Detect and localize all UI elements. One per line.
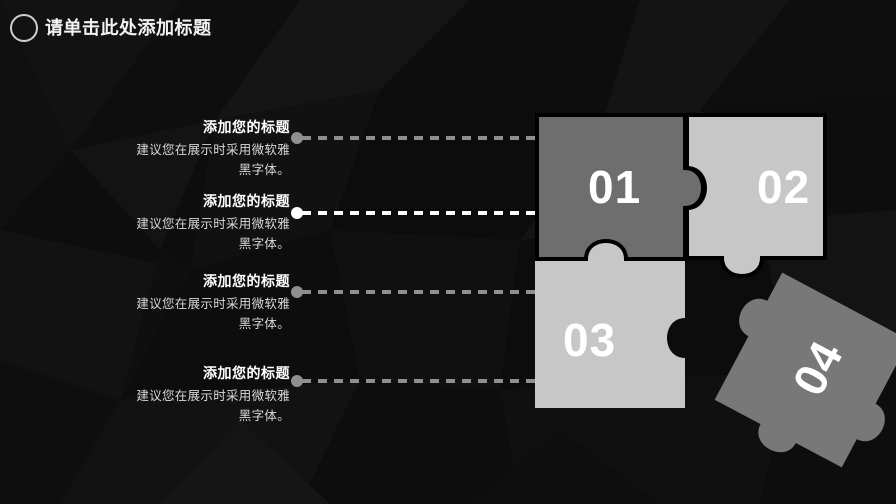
circle-outline-icon — [10, 14, 38, 42]
item-heading: 添加您的标题 — [203, 273, 290, 289]
puzzle-piece-02-label: 02 — [757, 161, 810, 213]
connector-line-2 — [291, 207, 541, 219]
page-title: 请单击此处添加标题 — [45, 18, 212, 38]
connector-dash — [302, 136, 541, 140]
item-body: 建议您在展示时采用微软雅 黑字体。 — [72, 140, 290, 180]
connector-line-4 — [291, 375, 541, 387]
puzzle-piece-02[interactable]: 02 — [685, 113, 827, 278]
text-block-4: 添加您的标题 建议您在展示时采用微软雅 黑字体。 — [72, 364, 290, 426]
connector-dot — [291, 132, 303, 144]
item-body-line2: 黑字体。 — [238, 409, 290, 423]
item-heading: 添加您的标题 — [203, 119, 290, 135]
item-heading: 添加您的标题 — [203, 193, 290, 209]
connector-dash — [302, 379, 541, 383]
puzzle-piece-03[interactable]: 03 — [535, 242, 685, 408]
item-body: 建议您在展示时采用微软雅 黑字体。 — [72, 214, 290, 254]
connector-dot — [291, 375, 303, 387]
text-block-1: 添加您的标题 建议您在展示时采用微软雅 黑字体。 — [72, 118, 290, 180]
item-body-line1: 建议您在展示时采用微软雅 — [136, 297, 290, 311]
puzzle-piece-01[interactable]: 01 — [535, 113, 705, 261]
item-body-line1: 建议您在展示时采用微软雅 — [136, 217, 290, 231]
connector-dot — [291, 286, 303, 298]
slide-title-bar: 请单击此处添加标题 — [0, 0, 896, 56]
connector-line-3 — [291, 286, 541, 298]
text-block-2: 添加您的标题 建议您在展示时采用微软雅 黑字体。 — [72, 192, 290, 254]
connector-dash — [302, 211, 541, 215]
item-body-line2: 黑字体。 — [238, 163, 290, 177]
text-block-3: 添加您的标题 建议您在展示时采用微软雅 黑字体。 — [72, 272, 290, 334]
item-body: 建议您在展示时采用微软雅 黑字体。 — [72, 294, 290, 334]
connector-line-1 — [291, 132, 541, 144]
item-body-line2: 黑字体。 — [238, 237, 290, 251]
item-body-line1: 建议您在展示时采用微软雅 — [136, 389, 290, 403]
item-body: 建议您在展示时采用微软雅 黑字体。 — [72, 386, 290, 426]
connector-dot — [291, 207, 303, 219]
puzzle-piece-03-label: 03 — [563, 314, 616, 366]
item-body-line1: 建议您在展示时采用微软雅 — [136, 143, 290, 157]
puzzle-piece-04[interactable]: 04 — [690, 264, 896, 492]
connector-dash — [302, 290, 541, 294]
item-body-line2: 黑字体。 — [238, 317, 290, 331]
item-heading: 添加您的标题 — [203, 365, 290, 381]
puzzle-piece-01-label: 01 — [588, 161, 641, 213]
